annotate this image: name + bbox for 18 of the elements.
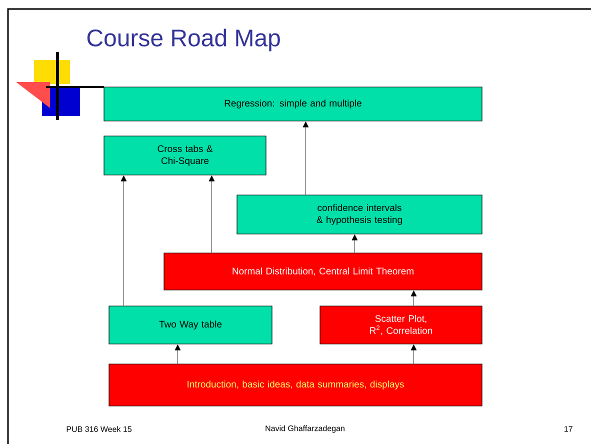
topic-box: Cross tabs & Chi-Square xyxy=(104,136,266,176)
footer-text: PUB 316 Week 15 xyxy=(66,426,132,432)
slide-title: Course Road Map xyxy=(87,28,280,52)
arrow xyxy=(208,176,215,253)
topic-box: Normal Distribution, Central Limit Theorem xyxy=(164,252,482,290)
footer-text: 17 xyxy=(564,426,572,432)
arrow xyxy=(302,122,309,195)
arrow xyxy=(174,344,181,364)
arrow xyxy=(352,234,358,253)
topic-box: Regression: simple and multiple xyxy=(104,86,482,122)
arrow xyxy=(120,176,127,306)
arrow xyxy=(410,344,417,364)
topic-box: Scatter Plot, R$^{2}$, Correlation xyxy=(320,306,482,344)
footer-text: Navid Ghaffarzadegan xyxy=(266,425,344,433)
topic-box: confidence intervals & hypothesis testing xyxy=(236,194,482,234)
topic-box: Introduction, basic ideas, data summaries, displays xyxy=(108,364,482,406)
arrow xyxy=(410,290,417,306)
topic-box: Two Way table xyxy=(108,306,272,344)
